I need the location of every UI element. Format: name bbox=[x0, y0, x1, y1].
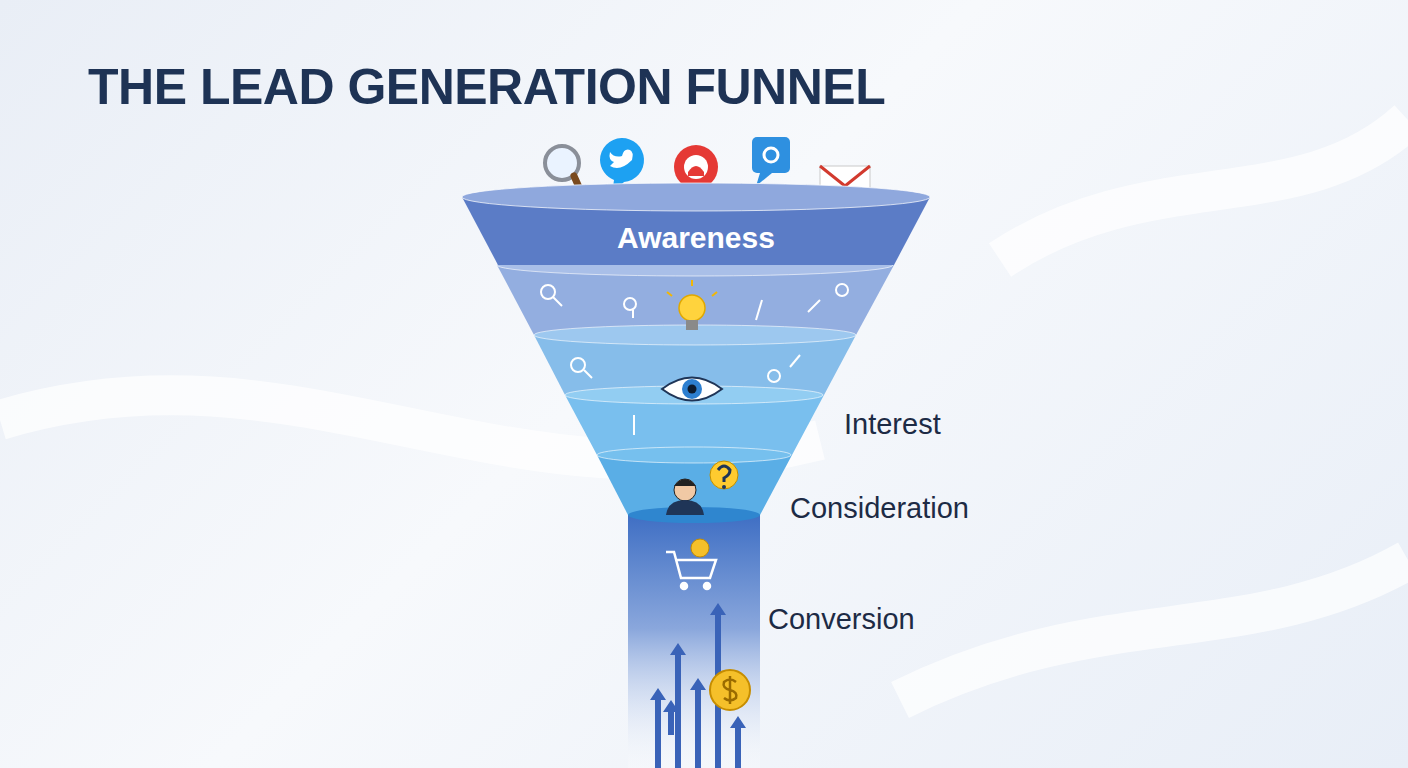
stage-label: Awareness bbox=[617, 207, 775, 255]
funnel-band: Awareness bbox=[462, 197, 930, 265]
person-icon bbox=[666, 461, 738, 515]
eye-icon bbox=[662, 378, 722, 401]
stage-label: Interest bbox=[844, 408, 941, 441]
diagram-title: THE LEAD GENERATION FUNNEL bbox=[88, 58, 885, 116]
stage-label: Consideration bbox=[790, 492, 969, 525]
funnel-rim bbox=[462, 183, 930, 211]
lightbulb-icon bbox=[667, 280, 717, 330]
stage-label: Conversion bbox=[768, 603, 915, 636]
cart-icon bbox=[666, 552, 716, 589]
coin-icon bbox=[691, 539, 709, 557]
band-arrows bbox=[541, 284, 848, 435]
dollar-coin bbox=[710, 670, 750, 710]
